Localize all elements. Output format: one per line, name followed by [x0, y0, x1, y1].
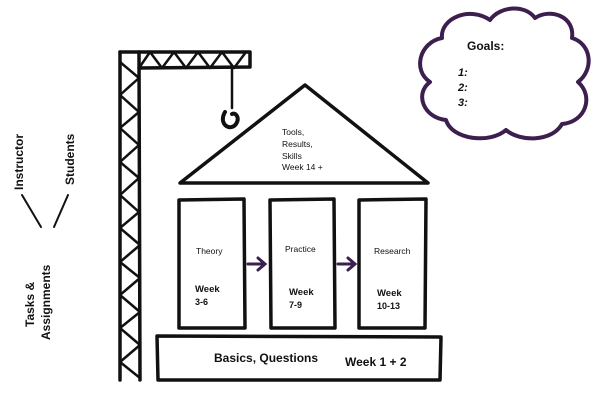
label-assignments: Assignments — [39, 264, 53, 340]
goals-title: Goals: — [467, 39, 504, 53]
pillar-theory-title: Theory — [196, 246, 223, 256]
connector-instructor-tasks — [21, 194, 42, 228]
roof-line-4: Week 14 + — [282, 162, 323, 172]
pillar-practice-week-range: 7-9 — [289, 300, 302, 310]
label-tasks: Tasks & — [23, 282, 37, 327]
arrow-practice-to-research — [336, 256, 358, 272]
side-labels: Instructor Students Tasks & Assignments — [12, 133, 77, 340]
pillar-theory-week-range: 3-6 — [195, 297, 208, 307]
goal-item-1: 1: — [458, 67, 468, 79]
arrow-right-icon — [336, 256, 358, 272]
arrow-theory-to-practice — [246, 256, 268, 272]
foundation: Basics, Questions Week 1 + 2 — [155, 334, 443, 382]
pillar-research: Research Week 10-13 — [357, 197, 428, 330]
label-students: Students — [63, 133, 77, 185]
cloud-icon — [418, 6, 591, 141]
pillar-practice: Practice Week 7-9 — [268, 197, 337, 330]
pillar-theory-week-label: Week — [195, 284, 220, 295]
pillar-theory: Theory Week 3-6 — [177, 197, 247, 330]
pillar-research-week-label: Week — [377, 288, 402, 299]
roof-line-3: Skills — [282, 151, 302, 161]
pillar-research-title: Research — [374, 246, 411, 256]
goal-item-2: 2: — [457, 82, 468, 94]
crane — [118, 50, 252, 382]
foundation-label: Basics, Questions — [214, 351, 318, 365]
pillar-practice-week-label: Week — [289, 287, 314, 298]
pillar-practice-title: Practice — [285, 244, 316, 254]
roof-line-2: Results, — [282, 139, 313, 149]
goal-item-3: 3: — [458, 97, 468, 109]
arrow-right-icon — [246, 256, 268, 272]
roof-line-1: Tools, — [282, 127, 304, 137]
foundation-weeks: Week 1 + 2 — [345, 355, 407, 369]
label-instructor: Instructor — [12, 134, 26, 190]
pillar-research-week-range: 10-13 — [377, 301, 400, 311]
roof: Tools, Results, Skills Week 14 + — [178, 83, 430, 185]
foundation-slab — [155, 334, 443, 382]
crane-hook-icon — [220, 110, 240, 130]
goals-cloud: Goals: 1: 2: 3: — [418, 6, 591, 141]
roof-triangle — [178, 83, 430, 185]
connector-students-tasks — [53, 194, 69, 228]
